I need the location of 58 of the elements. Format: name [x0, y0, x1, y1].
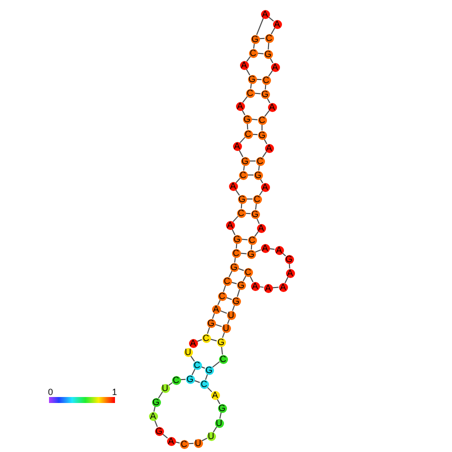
connector-line: [246, 56, 251, 62]
connector-line: [268, 42, 270, 50]
connector-line: [272, 286, 279, 288]
connector-line: [242, 275, 246, 282]
connector-line: [247, 174, 254, 176]
connector-line: [158, 391, 164, 399]
connector-line: [254, 249, 262, 253]
connector-line: [250, 244, 252, 250]
connector-line: [240, 136, 246, 144]
connector-line: [212, 426, 218, 433]
connector-line: [288, 263, 290, 269]
connector-line: [194, 380, 200, 383]
connector-line: [268, 70, 273, 77]
connector-line: [241, 238, 248, 240]
scale-label: 0: [48, 388, 54, 397]
connector-line: [245, 212, 251, 214]
connector-line: [196, 339, 202, 342]
connector-line: [240, 203, 242, 209]
connector-line: [205, 374, 208, 380]
connector-line: [226, 297, 232, 300]
connector-line: [254, 92, 261, 94]
scale-label: 1: [112, 388, 118, 397]
connector-line: [236, 288, 240, 298]
connector-line: [252, 134, 258, 136]
connector-line: [240, 252, 247, 254]
connector-line: [206, 386, 212, 392]
connector-line: [232, 216, 238, 222]
connector-line: [214, 324, 222, 328]
connector-line: [264, 84, 266, 90]
connector-line: [217, 300, 221, 306]
connector-line: [236, 178, 240, 184]
connector-line: [256, 18, 264, 36]
connector-line: [188, 442, 194, 444]
connector-line: [222, 332, 225, 338]
connector-line: [270, 27, 276, 35]
connector-line: [254, 231, 259, 237]
connector-line: [221, 346, 223, 356]
connector-line: [251, 118, 258, 120]
connector-line: [180, 378, 186, 380]
connector-line: [153, 406, 156, 412]
connector-line: [238, 268, 244, 271]
connector-line: [257, 52, 264, 54]
connector-line: [212, 312, 215, 320]
connector-line: [242, 96, 248, 103]
connector-line: [236, 243, 238, 249]
connector-line: [212, 361, 220, 368]
connector-line: [259, 190, 263, 196]
connector-line: [227, 318, 230, 324]
connector-line: [262, 151, 267, 158]
connector-line: [232, 304, 235, 312]
connector-line: [246, 123, 248, 130]
connector-line: [222, 284, 226, 292]
connector-line: [264, 110, 270, 117]
connector-line: [246, 198, 253, 200]
connector-line: [259, 38, 265, 40]
connector-line: [256, 78, 262, 80]
connector-line: [206, 326, 210, 334]
connector-line: [249, 160, 256, 162]
